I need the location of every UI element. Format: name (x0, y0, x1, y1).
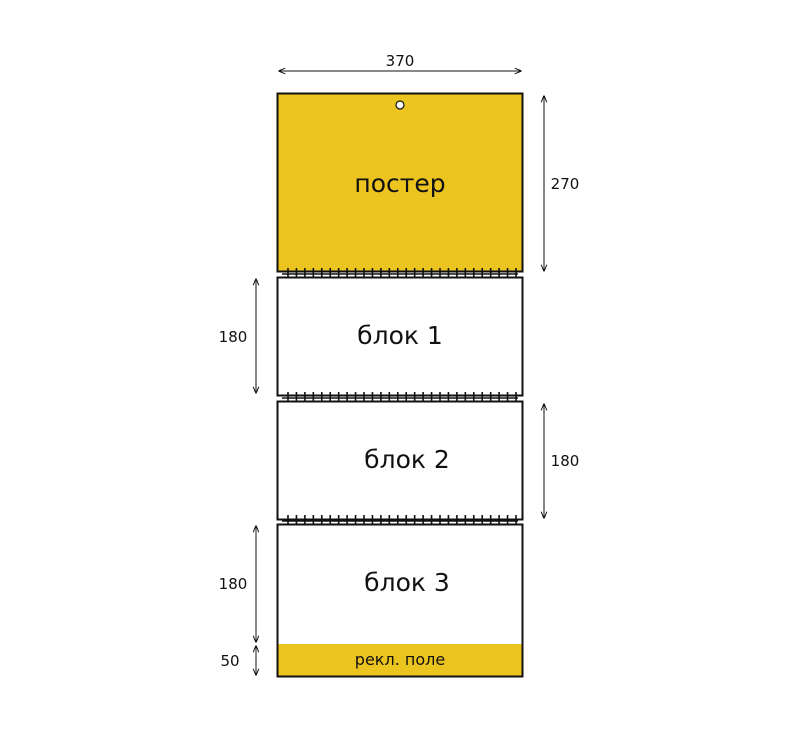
block-1-sheet (276, 276, 524, 397)
ad-field-label: рекл. поле (355, 650, 445, 669)
block-2-label: блок 2 (364, 445, 450, 474)
block-2-height-label: 180 (551, 452, 580, 470)
block-1-height-label: 180 (219, 328, 248, 346)
width-dimension-label: 370 (386, 52, 415, 70)
block-3-outline (276, 523, 524, 678)
poster-sheet (276, 92, 524, 273)
ad-height-label: 50 (220, 652, 239, 670)
hanging-hole (395, 100, 405, 110)
poster-label: постер (354, 169, 445, 198)
poster-height-label: 270 (551, 175, 580, 193)
block-3-label: блок 3 (364, 568, 450, 597)
block-1-label: блок 1 (357, 321, 443, 350)
block-3-height-label: 180 (219, 575, 248, 593)
ad-field (278, 644, 522, 676)
block-2-sheet (276, 400, 524, 521)
